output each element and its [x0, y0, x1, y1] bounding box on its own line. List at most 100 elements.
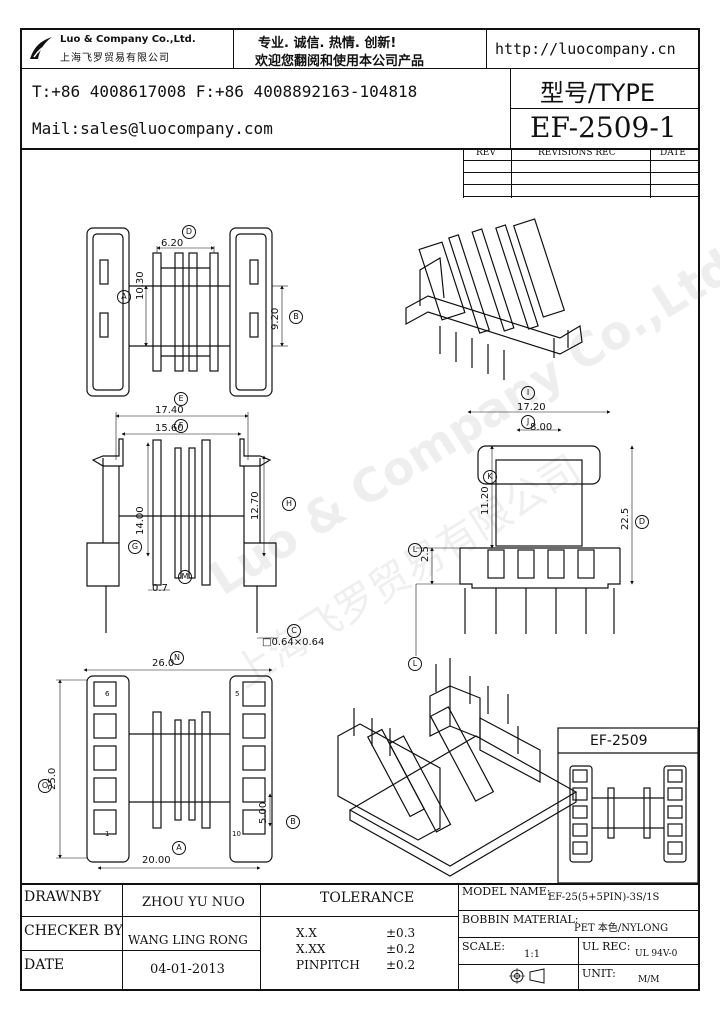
callout-d: D [182, 225, 196, 239]
dim-side-total: 22.5 [620, 507, 631, 530]
ul-label: UL REC: [582, 940, 631, 953]
dim-side-body: 11.20 [480, 486, 491, 515]
revisions-rec-header: REVISIONS REC [538, 148, 616, 158]
header-divider [20, 68, 700, 69]
pin-label: 6 [105, 690, 110, 698]
callout-b: B [289, 310, 303, 324]
date-value: 04-01-2013 [150, 962, 225, 977]
contact-mail[interactable]: Mail:sales@luocompany.com [32, 119, 273, 138]
title-block-rule [458, 964, 700, 965]
slogan: 专业. 诚信. 热情. 创新! [258, 36, 397, 51]
tolerance-label: TOLERANCE [320, 890, 415, 906]
callout-l: L [408, 543, 422, 557]
side-view [415, 410, 634, 656]
drawnby-label: DRAWNBY [24, 889, 102, 905]
pin-label: 10 [232, 830, 241, 838]
model-number: EF-2509-1 [530, 111, 677, 144]
callout-e: E [174, 392, 188, 406]
title-block-rule [260, 916, 458, 917]
dim-front-pin: □0.64×0.64 [262, 637, 325, 648]
projection-symbol-icon [508, 967, 548, 989]
scale-value: 1:1 [524, 949, 541, 960]
callout-o: O [38, 779, 52, 793]
company-logo [26, 33, 56, 63]
bottom-view [56, 668, 273, 870]
header-bottom-rule [20, 148, 700, 150]
scale-label: SCALE: [462, 940, 505, 953]
top-view [86, 227, 288, 397]
dim-top-core: 10.30 [135, 271, 146, 300]
callout-n: N [170, 651, 184, 665]
dim-side-core: 8.00 [530, 422, 553, 433]
title-block-rule [20, 950, 260, 951]
website-link[interactable]: http://luocompany.cn [495, 40, 676, 58]
callout-l2: L [408, 657, 422, 671]
checker-label: CHECKER BY [24, 923, 123, 939]
callout-m: M [178, 570, 192, 584]
pin-label: 1 [105, 830, 110, 838]
title-block-top [20, 883, 700, 885]
company-name-cn: 上海飞罗贸易有限公司 [60, 53, 170, 64]
isometric-view-bottom [337, 658, 578, 877]
model-name-label: MODEL NAME: [462, 885, 551, 898]
header-divider [486, 28, 487, 68]
callout-h: H [282, 497, 296, 511]
isometric-view-top [405, 218, 583, 380]
callout-d2: D [635, 515, 649, 529]
tol-xx-value: ±0.3 [386, 926, 416, 940]
title-block-rule [260, 883, 261, 991]
tol-xxx-value: ±0.2 [386, 942, 416, 956]
title-block-rule [458, 883, 459, 991]
company-name: Luo & Company Co.,Ltd. [60, 34, 196, 45]
tol-pin-value: ±0.2 [386, 958, 416, 972]
header-divider [510, 108, 700, 109]
unit-value: M/M [638, 975, 660, 985]
callout-i: I [521, 386, 535, 400]
dim-side-width: 17.20 [517, 402, 546, 413]
callout-j: J [521, 415, 535, 429]
inset-ef2509 [557, 727, 699, 883]
dim-bottom-pins: 20.00 [142, 855, 171, 866]
date-label: DATE [24, 957, 65, 973]
callout-k: K [483, 470, 497, 484]
checker-value: WANG LING RONG [128, 933, 248, 947]
tol-xx-label: X.X [296, 926, 317, 940]
dim-bottom-pitch: 5.00 [258, 801, 269, 824]
rev-header: REV [476, 148, 496, 158]
title-block-rule [458, 910, 700, 911]
type-label: 型号/TYPE [540, 79, 656, 107]
unit-label: UNIT: [582, 967, 616, 980]
bobbin-value: PET 本色/NYLONG [574, 923, 669, 934]
technical-drawing [56, 218, 699, 883]
slogan-welcome: 欢迎您翻阅和使用本公司产品 [255, 54, 425, 69]
callout-f: F [174, 419, 188, 433]
dim-front-thickness: 0.7 [152, 583, 168, 594]
title-block-rule [458, 937, 700, 938]
tol-pin-label: PINPITCH [296, 958, 360, 972]
callout-g: G [128, 540, 142, 554]
model-name-value: EF-25(5+5PIN)-3S/1S [548, 892, 660, 903]
callout-a2: A [172, 841, 186, 855]
inset-title: EF-2509 [590, 733, 648, 749]
pin-label: 5 [235, 690, 240, 698]
header-divider [233, 28, 234, 68]
dim-front-height: 12.70 [250, 491, 261, 520]
dim-front-overall: 17.40 [155, 405, 184, 416]
dim-front-flange: 14.00 [135, 506, 146, 535]
dim-top-height: 9.20 [270, 307, 281, 330]
callout-a: A [117, 290, 131, 304]
dim-top-width: 6.20 [161, 238, 184, 249]
contact-phone: T:+86 4008617008 F:+86 4008892163-104818 [32, 82, 418, 101]
revisions-table: REV REVISIONS REC DATE [463, 148, 700, 198]
callout-c: C [287, 624, 301, 638]
title-block-rule [20, 916, 260, 917]
drawnby-value: ZHOU YU NUO [142, 895, 245, 910]
dim-bottom-overall: 26.0 [152, 658, 175, 669]
callout-b2: B [286, 815, 300, 829]
drawing-frame [20, 28, 700, 991]
title-block-rule [122, 883, 123, 991]
title-block-rule [578, 937, 579, 991]
ul-value: UL 94V-0 [635, 949, 678, 959]
dim-front-inner: 15.60 [155, 423, 184, 434]
tol-xxx-label: X.XX [296, 942, 326, 956]
